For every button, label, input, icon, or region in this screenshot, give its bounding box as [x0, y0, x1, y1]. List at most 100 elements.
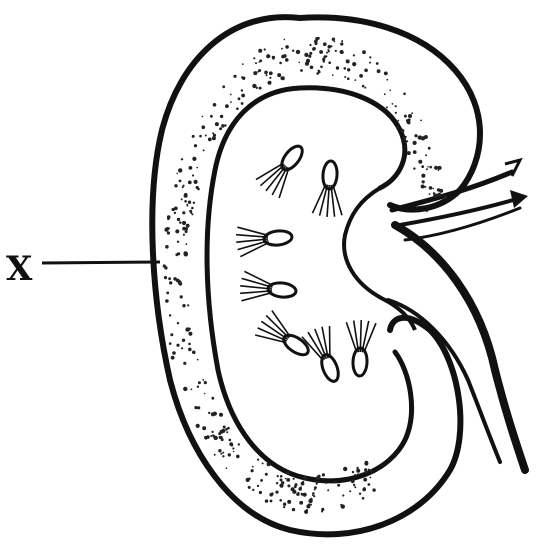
- stipple-dot: [325, 482, 327, 484]
- stipple-dot: [212, 136, 216, 140]
- stipple-dot: [390, 90, 392, 92]
- stipple-dot: [334, 481, 337, 484]
- stipple-dot: [269, 77, 271, 79]
- stipple-dot: [224, 124, 226, 126]
- stipple-dot: [341, 40, 343, 42]
- stipple-dot: [414, 134, 417, 137]
- stipple-dot: [270, 500, 273, 503]
- stipple-dot: [296, 50, 300, 54]
- stipple-dot: [231, 444, 234, 447]
- stipple-dot: [189, 166, 193, 170]
- stipple-dot: [236, 455, 240, 459]
- stipple-dot: [182, 221, 186, 225]
- stipple-dot: [319, 50, 323, 54]
- stipple-dot: [285, 45, 289, 49]
- stipple-dot: [177, 241, 179, 243]
- stipple-dot: [204, 436, 208, 440]
- stipple-dot: [197, 386, 199, 388]
- stipple-dot: [364, 69, 368, 73]
- pyramid-striation: [241, 293, 272, 301]
- stipple-dot: [196, 167, 198, 169]
- stipple-dot: [220, 453, 222, 455]
- stipple-dot: [192, 213, 194, 215]
- stipple-dot: [219, 127, 222, 130]
- stipple-dot: [169, 281, 172, 284]
- stipple-dot: [407, 151, 411, 155]
- stipple-dot: [213, 103, 217, 107]
- stipple-dot: [226, 467, 228, 469]
- stipple-dot: [192, 351, 196, 355]
- stipple-dot: [291, 487, 295, 491]
- stipple-dot: [340, 504, 342, 506]
- stipple-dot: [176, 173, 178, 175]
- stipple-dot: [276, 482, 278, 484]
- stipple-dot: [421, 136, 425, 140]
- stipple-dot: [420, 120, 422, 122]
- stipple-dot: [186, 204, 188, 206]
- stipple-dot: [186, 224, 190, 228]
- stipple-dot: [212, 434, 214, 436]
- stipple-dot: [285, 58, 289, 62]
- stipple-dot: [352, 62, 356, 66]
- stipple-dot: [220, 115, 223, 118]
- stipple-dot: [314, 489, 316, 491]
- stipple-dot: [275, 491, 278, 494]
- stipple-dot: [340, 50, 344, 54]
- stipple-dot: [321, 510, 323, 512]
- stipple-dot: [262, 462, 264, 464]
- stipple-dot: [344, 67, 347, 70]
- stipple-dot: [197, 188, 200, 191]
- stipple-dot: [192, 157, 196, 161]
- stipple-dot: [252, 84, 256, 88]
- stipple-dot: [298, 487, 302, 491]
- stipple-dot: [185, 230, 188, 233]
- stipple-dot: [277, 475, 279, 477]
- stipple-dot: [340, 42, 343, 45]
- stipple-dot: [185, 243, 187, 245]
- stipple-dot: [284, 39, 286, 41]
- stipple-dot: [384, 93, 386, 95]
- stipple-dot: [386, 79, 388, 81]
- stipple-dot: [281, 55, 285, 59]
- stipple-dot: [168, 277, 171, 280]
- stipple-dot: [343, 467, 347, 471]
- stipple-dot: [163, 264, 166, 267]
- stipple-dot: [175, 229, 179, 233]
- stipple-dot: [210, 115, 213, 118]
- stipple-dot: [226, 431, 228, 433]
- kidney-outer-outline: [152, 17, 480, 534]
- stipple-dot: [335, 50, 337, 52]
- stipple-dot: [238, 97, 241, 100]
- stipple-dot: [230, 101, 232, 103]
- stipple-dot: [364, 471, 367, 474]
- stipple-dot: [342, 494, 344, 496]
- stipple-dot: [253, 57, 255, 59]
- stipple-dot: [359, 493, 361, 495]
- stipple-dot: [359, 74, 363, 78]
- stipple-dot: [174, 207, 178, 211]
- stipple-dot: [315, 37, 319, 41]
- stipple-dot: [425, 154, 427, 156]
- stipple-dot: [182, 339, 185, 342]
- stipple-dot: [264, 48, 266, 50]
- stipple-dot: [300, 69, 303, 72]
- stipple-dot: [242, 63, 244, 65]
- stipple-dot: [280, 479, 283, 482]
- stipple-dot: [344, 76, 346, 78]
- stipple-dot: [322, 478, 324, 480]
- stipple-dot: [331, 45, 333, 47]
- stipple-dot: [369, 62, 371, 64]
- stipple-dot: [191, 389, 193, 391]
- stipple-dot: [183, 387, 187, 391]
- stipple-dot: [176, 344, 179, 347]
- stipple-dot: [242, 77, 245, 80]
- stipple-dot: [259, 59, 262, 62]
- stipple-dot: [171, 356, 175, 360]
- stipple-dot: [426, 211, 428, 213]
- stipple-dot: [312, 492, 315, 495]
- stipple-dot: [404, 141, 406, 143]
- stipple-dot: [184, 193, 187, 196]
- stipple-dot: [281, 481, 284, 484]
- stipple-dot: [178, 168, 182, 172]
- stipple-dot: [191, 207, 194, 210]
